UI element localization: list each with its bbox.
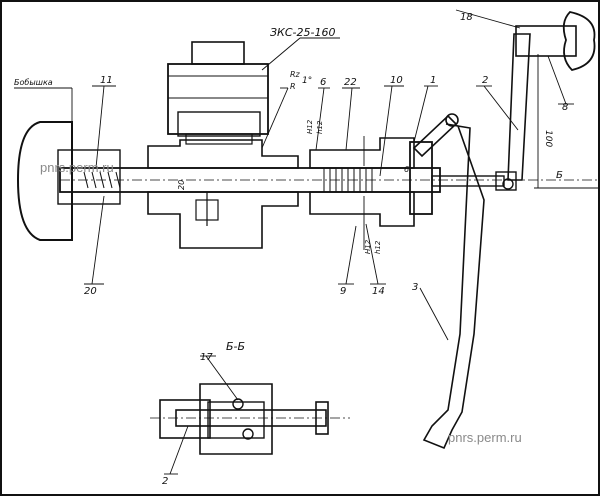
knob-8 xyxy=(562,11,596,71)
watermark-1: pnrs.perm.ru xyxy=(40,160,114,175)
dim-20: 20 xyxy=(177,180,186,190)
crank-handle xyxy=(507,11,600,189)
part-2-section: 2 xyxy=(162,476,168,487)
fit-a: H12 xyxy=(306,119,314,134)
part-6: 6 xyxy=(320,77,326,88)
fit-c: H12 xyxy=(364,239,372,254)
dim-6: 6 xyxy=(404,165,409,174)
part-1: 1 xyxy=(430,75,436,86)
dim-100: 100 xyxy=(543,130,553,147)
part-11: 11 xyxy=(100,75,113,86)
part-8: 8 xyxy=(562,102,568,113)
watermark-2: pnrs.perm.ru xyxy=(448,430,522,445)
part-18: 18 xyxy=(460,12,473,23)
part-3: 3 xyxy=(412,282,418,293)
part-9: 9 xyxy=(340,286,346,297)
part-10: 10 xyxy=(390,75,403,86)
boss-label: Бобышка xyxy=(14,78,53,87)
part-22: 22 xyxy=(344,77,357,88)
boss-chuck xyxy=(16,121,73,241)
part-14: 14 xyxy=(372,286,385,297)
fit-d: h12 xyxy=(374,240,382,254)
spring-segment xyxy=(83,171,121,189)
lever-3 xyxy=(412,113,485,450)
section-marker: Б xyxy=(556,170,563,181)
part-2: 2 xyxy=(482,75,488,86)
motor-housing xyxy=(167,41,269,145)
angle-deg: 1° xyxy=(302,76,312,86)
section-title: Б-Б xyxy=(226,340,245,353)
part-17: 17 xyxy=(200,352,213,363)
part-20: 20 xyxy=(84,286,97,297)
angle-num: Rz xyxy=(290,70,301,79)
fit-b: h12 xyxy=(316,120,324,134)
threaded-segment xyxy=(323,168,373,192)
leader-lines xyxy=(14,9,574,475)
knob-18 xyxy=(515,25,577,57)
spindle-assembly xyxy=(16,121,600,249)
tool-title: ЗКС-25-160 xyxy=(270,26,335,39)
section-b-b xyxy=(150,383,350,455)
angle-den: R xyxy=(290,82,296,91)
